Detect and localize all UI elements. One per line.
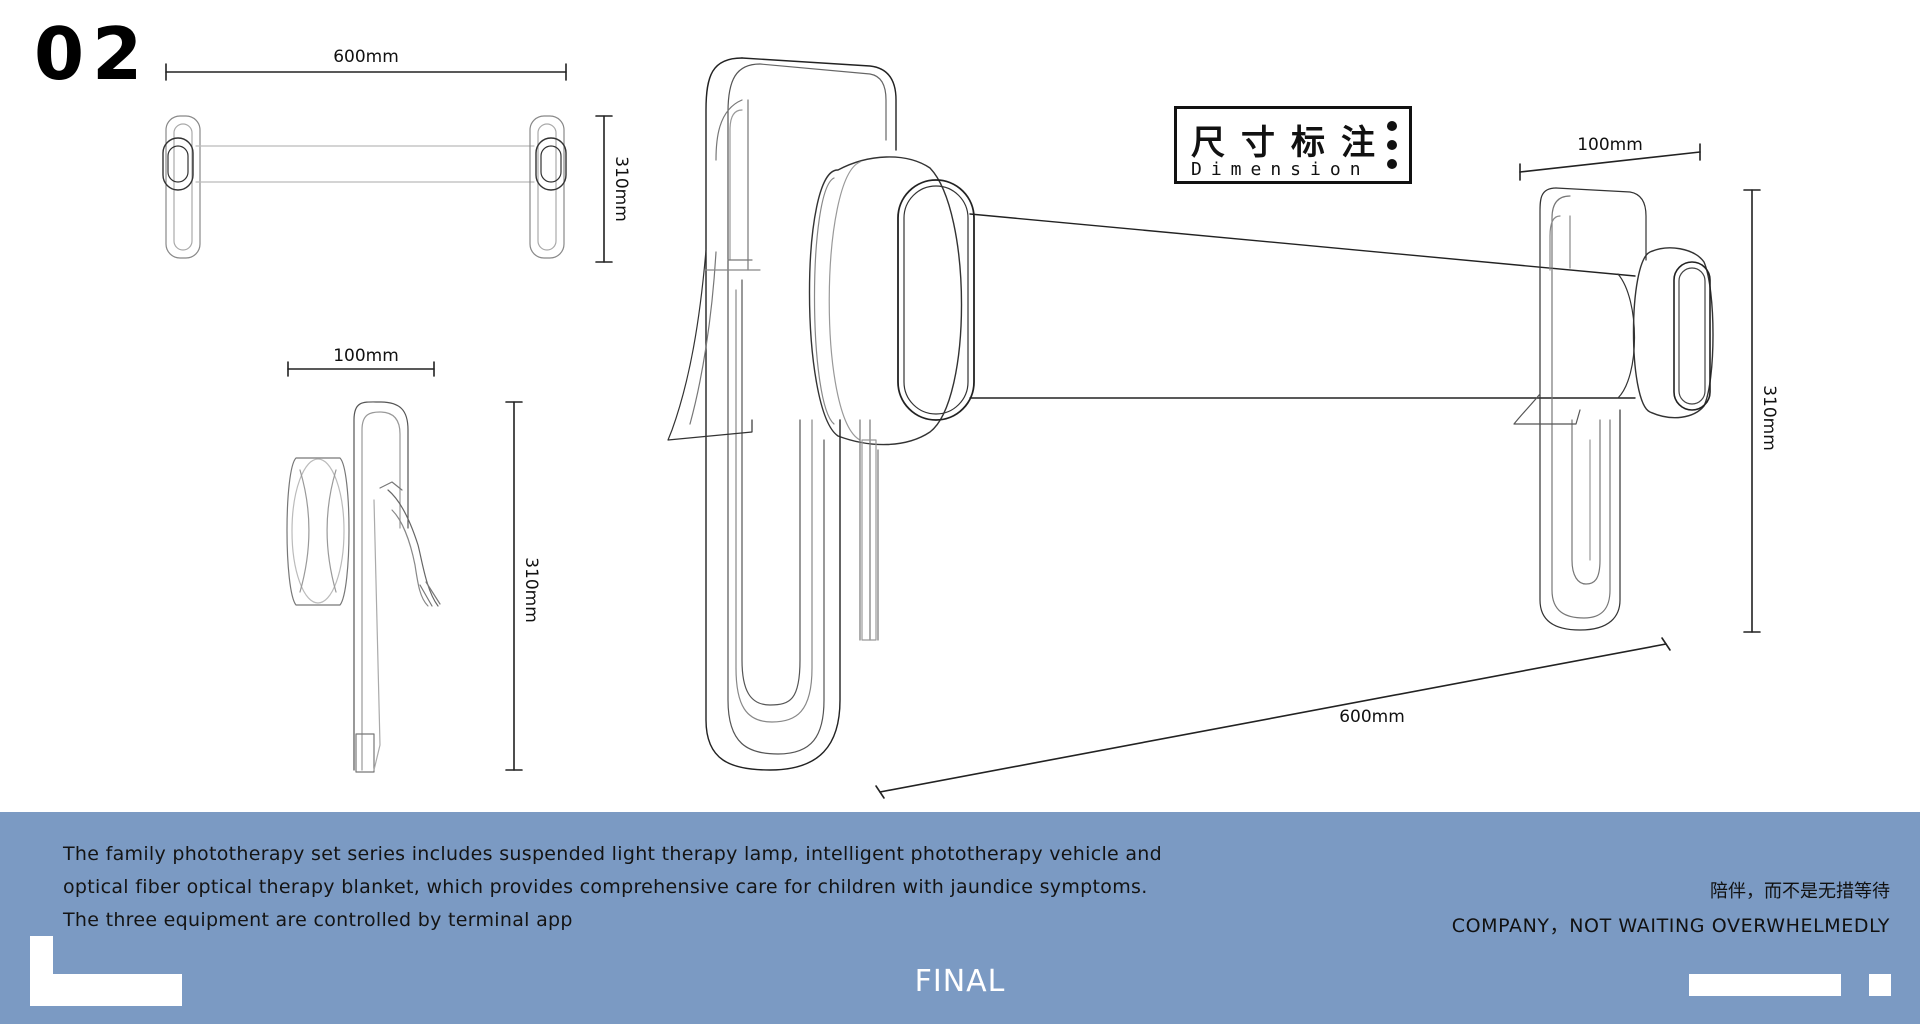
slogan-english: COMPANY，NOT WAITING OVERWHELMEDLY: [1451, 915, 1890, 937]
slogan: 陪伴，而不是无措等待 COMPANY，NOT WAITING OVERWHELM…: [1452, 878, 1890, 942]
footer-band: The family phototherapy set series inclu…: [0, 812, 1920, 1024]
persp-width-label: 600mm: [1339, 707, 1405, 727]
front-height-label: 310mm: [611, 156, 631, 222]
dimension-title-box: 尺寸标注 Dimension: [1174, 106, 1412, 184]
description-line: The family phototherapy set series inclu…: [63, 843, 1162, 865]
side-view: [286, 361, 523, 773]
corner-bracket-left-base: [30, 974, 182, 1006]
description-line: optical fiber optical therapy blanket, w…: [63, 876, 1148, 898]
page-number: 02: [34, 12, 151, 96]
side-depth-label: 100mm: [333, 346, 399, 366]
slogan-chinese: 陪伴，而不是无措等待: [1710, 881, 1890, 902]
title-chinese: 尺寸标注: [1191, 123, 1391, 163]
title-dots: [1387, 121, 1397, 178]
corner-square-right: [1869, 974, 1891, 996]
front-width-label: 600mm: [333, 47, 399, 67]
description: The family phototherapy set series inclu…: [63, 838, 1163, 937]
title-english: Dimension: [1191, 159, 1370, 180]
description-line: The three equipment are controlled by te…: [63, 909, 573, 931]
side-height-label: 310mm: [521, 557, 541, 623]
final-label: FINAL: [914, 964, 1006, 999]
corner-bar-right: [1689, 974, 1841, 996]
persp-height-label: 310mm: [1759, 385, 1779, 451]
dimension-drawing: 600mm 310mm 100mm 310mm 100mm 310mm 600m…: [162, 47, 1779, 799]
persp-depth-label: 100mm: [1577, 135, 1643, 155]
front-view: [162, 63, 613, 263]
perspective-view: [667, 57, 1761, 799]
